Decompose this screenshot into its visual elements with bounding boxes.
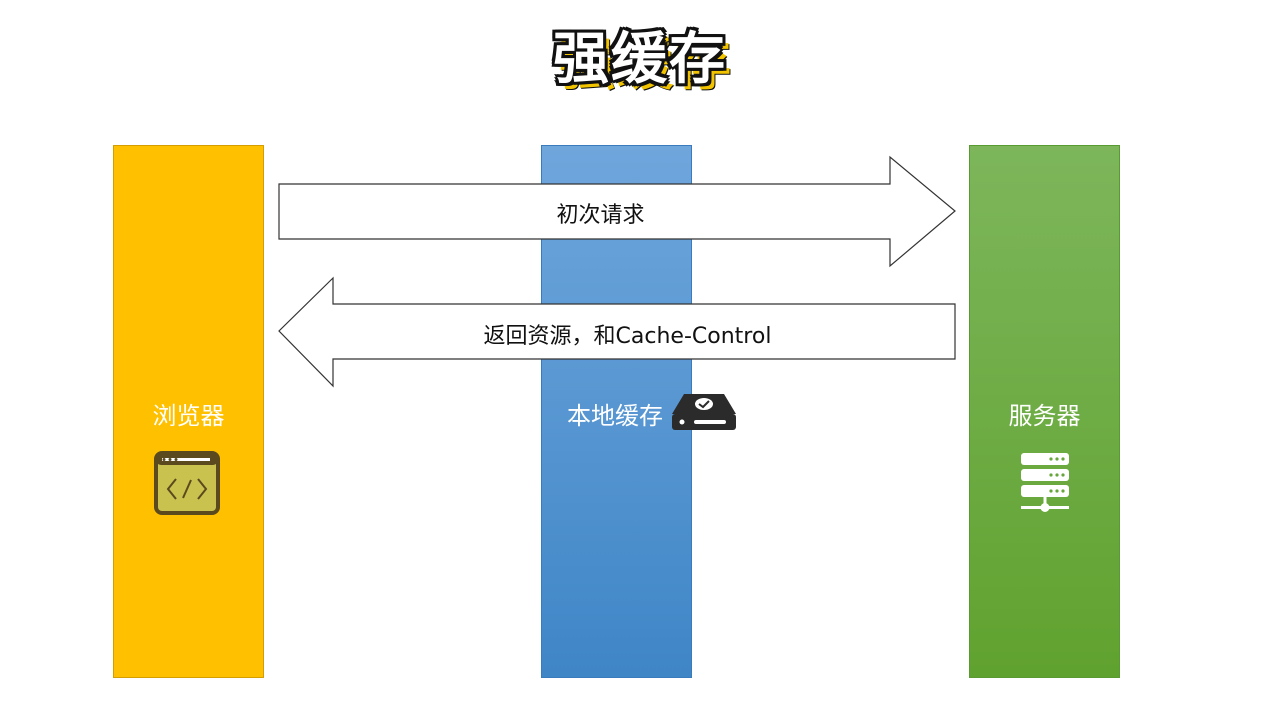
page-title: 强缓存 [553,27,727,92]
response-arrow [278,276,956,388]
request-arrow-label: 初次请求 [556,203,645,228]
browser-label: 浏览器 [152,402,225,430]
response-arrow-label: 返回资源，和Cache-Control [483,324,772,349]
request-arrow [278,155,956,268]
server-icon [1021,453,1069,512]
server-column [969,145,1120,678]
cache-label: 本地缓存 [567,402,663,430]
server-label: 服务器 [1008,402,1081,430]
browser-column [113,145,264,678]
disk-drive-icon [672,394,736,430]
browser-code-icon [154,451,220,515]
